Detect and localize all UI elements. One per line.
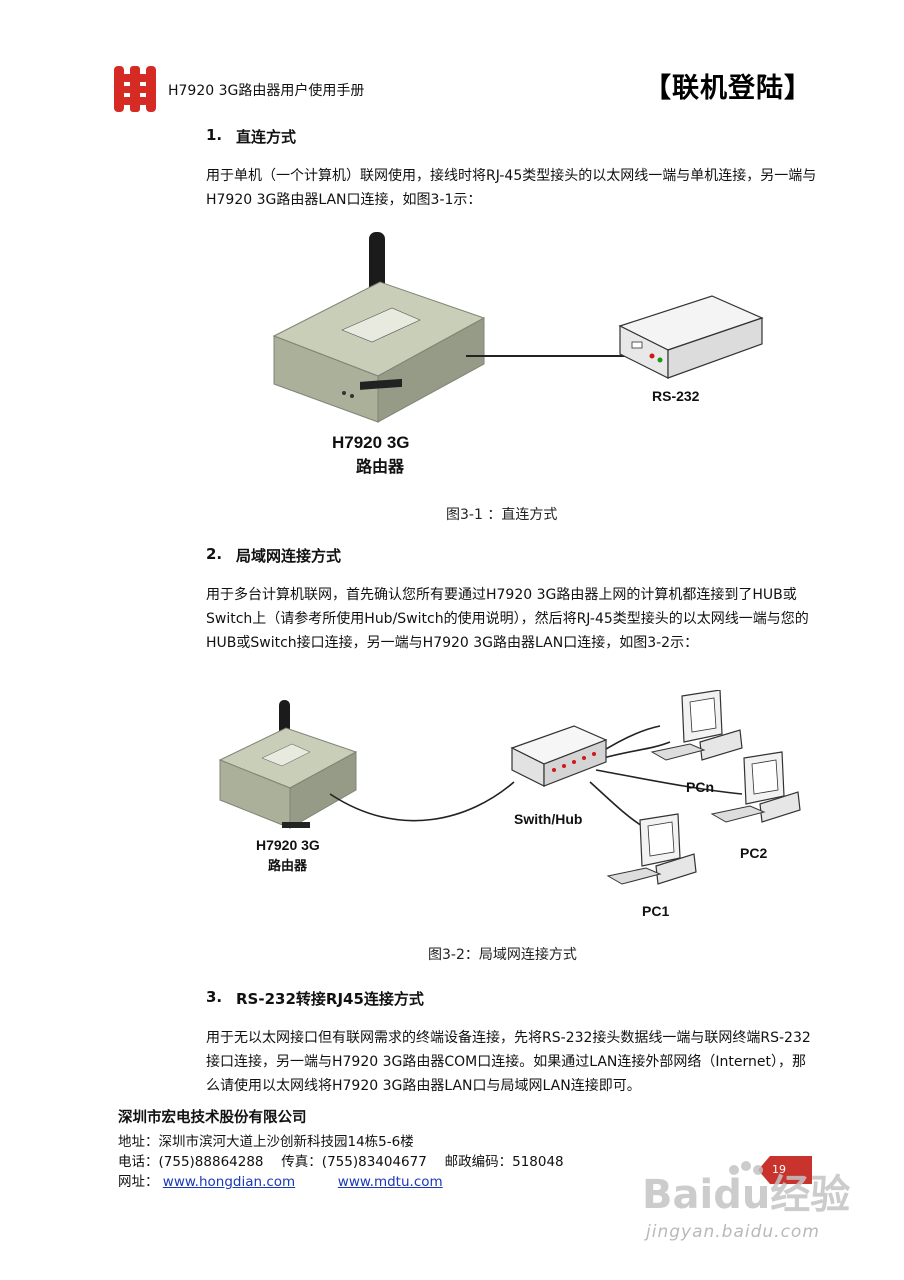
pc-label-pc1: PC1 (642, 903, 669, 919)
footer-phone: 电话：(755)88864288 传真：(755)83404677 邮政编码：5… (118, 1154, 564, 1170)
footer-company: 深圳市宏电技术股份有限公司 (118, 1110, 307, 1126)
section2-paragraph: 用于多台计算机联网，首先确认您所有要通过H7920 3G路由器上网的计算机都连接… (206, 587, 809, 651)
company-logo (112, 64, 158, 114)
router-device-icon (272, 281, 486, 423)
section1-number: 1. (206, 126, 223, 144)
hub-label: Swith/Hub (514, 811, 582, 827)
section3-number: 3. (206, 988, 223, 1006)
pc-icon-pcn (650, 689, 743, 761)
website-link-hongdian[interactable]: www.hongdian.com (162, 1174, 296, 1190)
watermark-url: jingyan.baidu.com (646, 1222, 820, 1242)
pc-icon-pc1 (606, 813, 697, 885)
pc-label-pc2: PC2 (740, 845, 767, 861)
section-title: 【联机登陆】 (644, 73, 812, 104)
paw-icon (729, 1161, 763, 1175)
page-number: 19 (772, 1163, 786, 1176)
pc-label-pcn: PCn (686, 779, 714, 795)
website-link-mdtu[interactable]: www.mdtu.com (337, 1174, 443, 1190)
router-label-model: H7920 3G (256, 837, 320, 853)
watermark-brand: Baidu经验 (642, 1172, 850, 1218)
figure-caption-1: 图3-1 ：直连方式 (446, 507, 558, 523)
pc-icon-pc2 (710, 751, 801, 823)
page-number-badge (758, 1156, 812, 1184)
manual-title: H7920 3G路由器用户使用手册 (168, 83, 365, 99)
section2-number: 2. (206, 545, 223, 563)
router-label-model: H7920 3G (332, 433, 410, 452)
figure-lan-connection: Swith/Hub PCn PC2 PC1 H7920 3G 路由器 (0, 689, 904, 922)
figure-direct-connection: RS-232 H7920 3G 路由器 (0, 226, 904, 486)
network-cables (329, 725, 743, 827)
rs232-label: RS-232 (652, 388, 700, 404)
section2-heading: 局域网连接方式 (236, 547, 342, 565)
footer-website-row: 网址： www.hongdian.com www.mdtu.com (118, 1170, 443, 1190)
switch-hub-icon (510, 725, 608, 787)
section3-paragraph: 用于无以太网接口但有联网需求的终端设备连接，先将RS-232接头数据线一端与联网… (206, 1030, 811, 1094)
rs232-device-icon (618, 295, 764, 379)
router-label-name: 路由器 (356, 457, 405, 476)
figure-caption-2: 图3-2：局域网连接方式 (428, 947, 577, 963)
section1-paragraph: 用于单机（一个计算机）联网使用，接线时将RJ-45类型接头的以太网线一端与单机连… (206, 168, 817, 208)
section1-heading: 直连方式 (236, 128, 297, 146)
footer-website-label: 网址： (118, 1174, 159, 1190)
router-label-name: 路由器 (268, 858, 308, 874)
baidu-jingyan-watermark: Baidu经验 (638, 1160, 858, 1250)
section3-heading: RS-232转接RJ45连接方式 (236, 990, 424, 1008)
router-device-icon (218, 727, 358, 829)
footer-address: 地址：深圳市滨河大道上沙创新科技园14栋5-6楼 (118, 1134, 414, 1150)
